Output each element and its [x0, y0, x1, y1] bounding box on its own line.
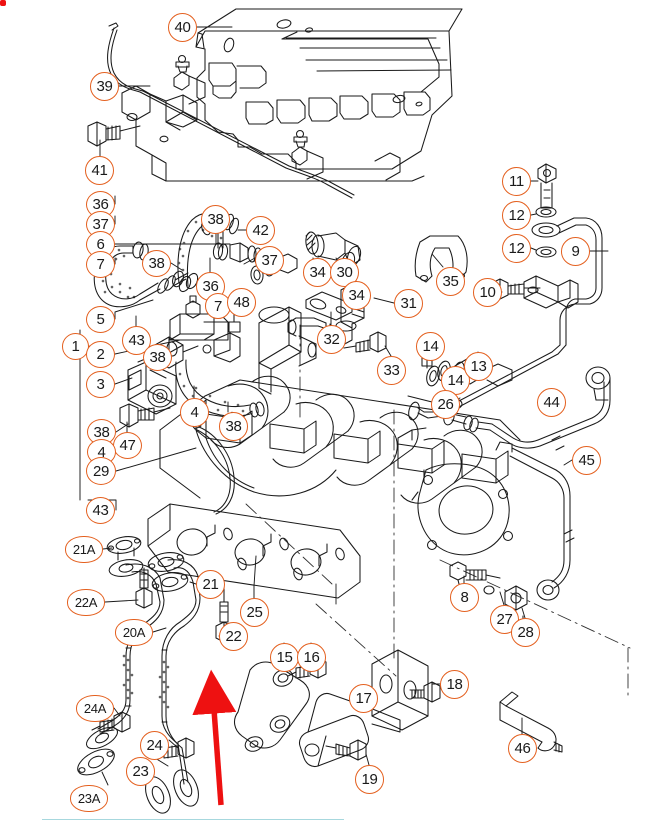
callout-bubble-23[interactable]: 23	[126, 757, 155, 786]
callout-bubble-26[interactable]: 26	[431, 390, 460, 419]
callout-bubble-31[interactable]: 31	[394, 289, 423, 318]
callout-bubble-34[interactable]: 34	[303, 258, 332, 287]
callout-bubble-21[interactable]: 21	[196, 570, 225, 599]
callout-bubble-18[interactable]: 18	[440, 670, 469, 699]
callout-bubble-35[interactable]: 35	[436, 267, 465, 296]
callout-bubble-20A[interactable]: 20A	[115, 619, 153, 646]
callout-bubble-7[interactable]: 7	[205, 293, 231, 319]
callout-bubble-7[interactable]: 7	[86, 251, 115, 278]
callout-bubble-32[interactable]: 32	[317, 325, 346, 354]
callout-bubble-39[interactable]: 39	[90, 72, 119, 101]
part-coolant-lines	[397, 366, 611, 601]
callout-bubble-14[interactable]: 14	[416, 332, 445, 361]
callout-bubble-45[interactable]: 45	[572, 446, 601, 475]
callout-bubble-12[interactable]: 12	[502, 201, 531, 230]
callout-bubble-24[interactable]: 24	[140, 731, 169, 760]
callout-bubble-22A[interactable]: 22A	[67, 589, 105, 616]
callout-bubble-8[interactable]: 8	[450, 583, 479, 612]
callout-bubble-1[interactable]: 1	[62, 333, 89, 360]
callout-bubble-41[interactable]: 41	[85, 156, 114, 185]
callout-bubble-10[interactable]: 10	[473, 278, 502, 307]
callout-bubble-46[interactable]: 46	[508, 734, 537, 763]
part-sealant-46	[499, 691, 563, 753]
callout-bubble-5[interactable]: 5	[86, 306, 115, 333]
part-bracket-39	[107, 22, 425, 199]
callout-bubble-28[interactable]: 28	[511, 618, 540, 647]
callout-bubble-3[interactable]: 3	[86, 371, 115, 398]
callout-bubble-34[interactable]: 34	[342, 281, 371, 310]
callout-bubble-23A[interactable]: 23A	[70, 785, 108, 812]
callout-bubble-38[interactable]: 38	[143, 344, 172, 371]
callout-bubble-47[interactable]: 47	[113, 432, 142, 459]
callout-bubble-2[interactable]: 2	[86, 341, 115, 368]
callout-bubble-4[interactable]: 4	[180, 398, 209, 427]
footer-divider	[42, 819, 344, 820]
part-gasket-25	[147, 503, 361, 599]
part-bolt-41	[87, 121, 141, 147]
callout-bubble-25[interactable]: 25	[240, 598, 269, 627]
callout-bubble-33[interactable]: 33	[377, 356, 406, 385]
callout-bubble-40[interactable]: 40	[168, 13, 197, 42]
callout-bubble-42[interactable]: 42	[246, 216, 275, 245]
callout-bubble-48[interactable]: 48	[227, 288, 256, 317]
callout-bubble-29[interactable]: 29	[86, 457, 116, 485]
callout-bubble-43[interactable]: 43	[86, 497, 115, 524]
callout-bubble-11[interactable]: 11	[502, 167, 531, 196]
callout-bubble-9[interactable]: 9	[561, 237, 590, 266]
callout-bubble-38[interactable]: 38	[201, 205, 230, 234]
callout-bubble-15[interactable]: 15	[270, 643, 299, 672]
callout-bubble-16[interactable]: 16	[297, 643, 326, 672]
callout-bubble-27[interactable]: 27	[490, 605, 519, 634]
callout-bubble-13[interactable]: 13	[464, 352, 493, 381]
callout-bubble-24A[interactable]: 24A	[76, 695, 114, 722]
callout-bubble-22[interactable]: 22	[219, 622, 248, 651]
callout-bubble-37[interactable]: 37	[255, 246, 284, 275]
callout-bubble-38[interactable]: 38	[219, 412, 248, 441]
part-brackets-15-19	[233, 649, 441, 768]
callout-bubble-17[interactable]: 17	[349, 684, 378, 713]
callout-bubble-38[interactable]: 38	[142, 250, 171, 277]
callout-bubble-21A[interactable]: 21A	[65, 536, 103, 563]
callout-bubble-44[interactable]: 44	[537, 388, 566, 417]
callout-bubble-12[interactable]: 12	[502, 234, 531, 263]
callout-bubble-19[interactable]: 19	[355, 765, 384, 794]
